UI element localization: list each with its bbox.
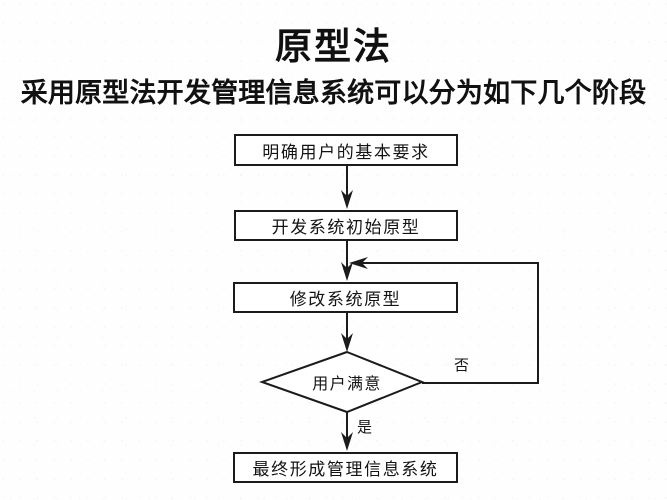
arrowhead-step4 [341, 432, 353, 451]
edge-label-no: 否 [454, 356, 470, 374]
edge-label-yes: 是 [357, 418, 373, 436]
page-subtitle: 采用原型法开发管理信息系统可以分为如下几个阶段 [20, 78, 647, 109]
decision-diamond [258, 350, 425, 414]
flow-node-step4[interactable] [233, 452, 458, 483]
arrowheads [341, 190, 368, 451]
page-title: 原型法 [275, 24, 392, 68]
connector-feedback-loop [352, 262, 539, 384]
flow-node-step1[interactable] [234, 134, 458, 166]
arrowhead-feedback [349, 257, 368, 269]
flow-node-step3[interactable] [233, 282, 458, 313]
arrowhead-decision [341, 333, 353, 352]
arrowhead-step2 [341, 190, 353, 209]
flow-node-step2[interactable] [234, 210, 458, 241]
arrowhead-step3 [341, 262, 353, 281]
